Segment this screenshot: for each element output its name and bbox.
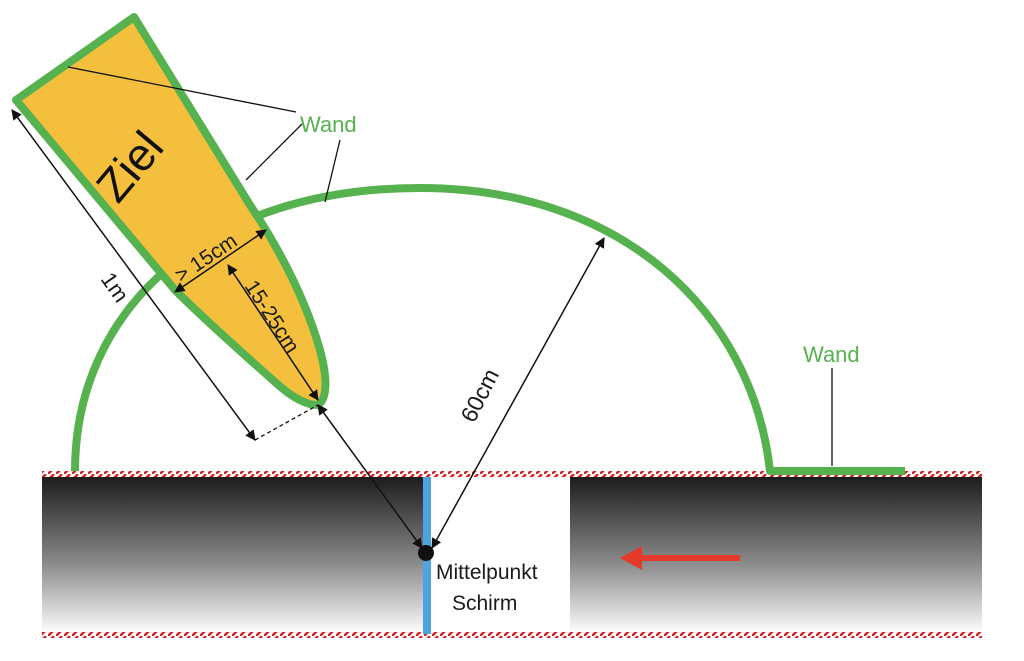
leader-target-side xyxy=(245,123,303,181)
floor-left xyxy=(42,476,424,634)
hatch-bottom xyxy=(42,632,982,638)
dimension-gap xyxy=(227,264,319,401)
dimension-radius xyxy=(431,237,605,549)
tip-to-center-line xyxy=(317,404,423,549)
center-label-line1: Mittelpunkt xyxy=(436,561,538,584)
leader-target-top xyxy=(67,66,297,113)
wall-leaders xyxy=(67,66,833,466)
center-label-line2: Schirm xyxy=(452,592,517,615)
target-length-label: 1m xyxy=(96,268,134,307)
dimension-1m-extension xyxy=(254,404,319,441)
wall-label-left: Wand xyxy=(300,112,357,137)
center-point xyxy=(418,545,434,561)
leader-arc xyxy=(324,139,341,203)
dimension-1m xyxy=(11,109,256,441)
dimension-width xyxy=(174,229,267,293)
radius-label: 60cm xyxy=(455,364,504,426)
arrow-left-icon xyxy=(620,546,740,570)
wall-label-right: Wand xyxy=(803,342,860,367)
